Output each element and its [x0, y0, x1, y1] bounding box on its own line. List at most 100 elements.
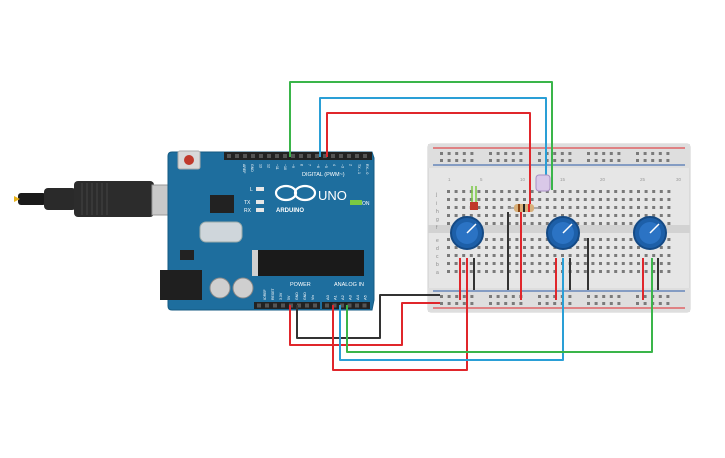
rail-hole — [511, 159, 515, 162]
rail-hole — [636, 159, 639, 162]
wire-blue-top[interactable] — [319, 97, 547, 190]
power-pin[interactable] — [257, 303, 261, 308]
row-letter-d: d — [436, 246, 439, 252]
breadboard-hole — [591, 270, 595, 273]
header-pin[interactable] — [323, 154, 327, 158]
wire-blue-a1[interactable] — [339, 258, 564, 361]
header-pin[interactable] — [355, 154, 359, 158]
header-pin[interactable] — [267, 154, 271, 158]
breadboard-hole — [576, 254, 580, 257]
breadboard-hole — [583, 206, 587, 209]
breadboard-hole — [644, 190, 648, 193]
analog-pin-label: A5 — [363, 294, 368, 300]
analog-pin[interactable] — [325, 303, 329, 308]
breadboard-hole — [469, 262, 473, 265]
breadboard-hole — [652, 198, 656, 201]
header-pin[interactable] — [235, 154, 239, 158]
header-pin[interactable] — [227, 154, 231, 158]
header-pin[interactable] — [291, 154, 295, 158]
rgb-led[interactable] — [535, 174, 551, 192]
breadboard-hole — [477, 246, 481, 249]
arduino-uno-board[interactable]: ARDUINO UNO ON L TX RX DIGITAL (PWM~) AR… — [160, 150, 375, 311]
power-pin[interactable] — [305, 303, 309, 308]
breadboard-hole — [667, 246, 671, 249]
power-pin[interactable] — [265, 303, 269, 308]
wire-red-a0[interactable] — [332, 258, 468, 371]
header-pin[interactable] — [363, 154, 367, 158]
header-pin[interactable] — [347, 154, 351, 158]
analog-pin[interactable] — [355, 303, 359, 308]
potentiometer-3[interactable] — [633, 216, 667, 250]
header-pin[interactable] — [275, 154, 279, 158]
header-pin[interactable] — [283, 154, 287, 158]
breadboard-hole — [553, 262, 557, 265]
power-pin[interactable] — [281, 303, 285, 308]
rail-hole — [519, 152, 523, 155]
breadboard-hole — [515, 222, 519, 225]
header-pin[interactable] — [251, 154, 255, 158]
wire-green-top[interactable] — [289, 81, 553, 190]
analog-pin-label: A3 — [348, 294, 353, 300]
rail-hole — [617, 302, 621, 305]
breadboard-hole — [599, 206, 602, 209]
rail-hole — [462, 152, 466, 155]
analog-pin[interactable] — [362, 303, 367, 308]
rail-hole — [545, 159, 549, 162]
header-pin[interactable] — [243, 154, 247, 158]
power-pin[interactable] — [273, 303, 277, 308]
breadboard-hole — [637, 270, 640, 273]
header-pin[interactable] — [307, 154, 311, 158]
wire-red-top[interactable] — [326, 112, 531, 206]
analog-pin[interactable] — [347, 303, 352, 308]
rail-hole — [553, 295, 557, 298]
breadboard-hole — [530, 254, 534, 257]
wire-red-5v[interactable] — [289, 302, 440, 346]
breadboard-hole — [644, 254, 648, 257]
red-led[interactable] — [470, 186, 478, 210]
header-pin[interactable] — [299, 154, 303, 158]
rail-hole — [462, 159, 466, 162]
breadboard-hole — [485, 198, 488, 201]
potentiometer-1[interactable] — [450, 216, 484, 250]
rail-hole — [636, 302, 639, 305]
header-pin[interactable] — [339, 154, 343, 158]
breadboard-hole — [515, 238, 519, 241]
breadboard-hole — [545, 214, 549, 217]
breadboard-hole — [614, 190, 618, 193]
wire-black-gnd[interactable] — [296, 294, 440, 339]
breadboard-hole — [629, 222, 633, 225]
rail-hole — [489, 302, 492, 305]
header-pin[interactable] — [331, 154, 335, 158]
breadboard-hole — [477, 198, 481, 201]
rail-hole — [617, 159, 621, 162]
reset-button[interactable] — [184, 155, 194, 165]
rail-hole — [553, 159, 557, 162]
breadboard-hole — [659, 246, 663, 249]
breadboard-hole — [637, 198, 640, 201]
rail-hole — [511, 295, 515, 298]
breadboard-hole — [538, 246, 542, 249]
breadboard-hole — [485, 214, 488, 217]
rail-hole — [447, 159, 451, 162]
breadboard-hole — [591, 222, 595, 225]
potentiometer-2[interactable] — [546, 216, 580, 250]
breadboard-hole — [644, 262, 648, 265]
breadboard-hole — [599, 254, 602, 257]
wire-green-a2[interactable] — [346, 258, 653, 353]
resistor[interactable] — [508, 204, 540, 212]
rail-hole — [666, 152, 670, 155]
power-pin[interactable] — [313, 303, 317, 308]
header-pin[interactable] — [315, 154, 319, 158]
breadboard-hole — [477, 270, 481, 273]
breadboard-hole — [637, 254, 640, 257]
breadboard-hole — [500, 238, 504, 241]
rail-hole — [538, 302, 541, 305]
analog-pin[interactable] — [332, 303, 337, 308]
analog-pin[interactable] — [340, 303, 344, 308]
breadboard-hole — [485, 222, 488, 225]
digital-pin-label: AREF — [242, 164, 246, 173]
column-number-20: 20 — [600, 177, 606, 182]
header-pin[interactable] — [259, 154, 263, 158]
rail-hole — [440, 302, 443, 305]
power-pin[interactable] — [297, 303, 301, 308]
